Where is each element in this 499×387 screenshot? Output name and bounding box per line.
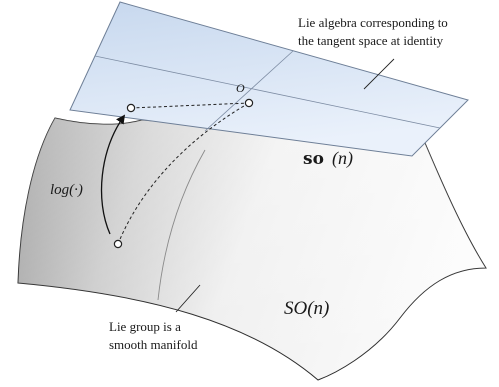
manifold-annotation-line2: smooth manifold bbox=[109, 337, 198, 352]
algebra-label: so (n) bbox=[303, 148, 353, 169]
svg-text:(n): (n) bbox=[332, 148, 353, 169]
algebra-point bbox=[126, 103, 136, 113]
plane-grid-line-horizontal bbox=[94, 55, 441, 129]
origin-label: O bbox=[236, 81, 245, 95]
manifold-surface bbox=[17, 117, 487, 381]
log-map-paths bbox=[100, 102, 250, 245]
surface-grid-curve bbox=[157, 149, 206, 301]
svg-text:so: so bbox=[303, 149, 324, 169]
log-label: log(·) bbox=[50, 182, 83, 198]
plane-annotation-line2: the tangent space at identity bbox=[298, 33, 444, 48]
manifold-leader-line bbox=[175, 284, 201, 313]
identity-point bbox=[244, 98, 254, 108]
plane-grid-line-vertical bbox=[204, 50, 294, 132]
plane-annotation-line1: Lie algebra corresponding to bbox=[298, 15, 448, 30]
manifold-annotation-line1: Lie group is a bbox=[109, 319, 181, 334]
plane-leader-line bbox=[363, 58, 395, 90]
group-label: SO(n) bbox=[284, 298, 329, 319]
log-arrow bbox=[100, 114, 126, 235]
group-point bbox=[113, 239, 123, 249]
tangent-plane bbox=[69, 1, 469, 157]
